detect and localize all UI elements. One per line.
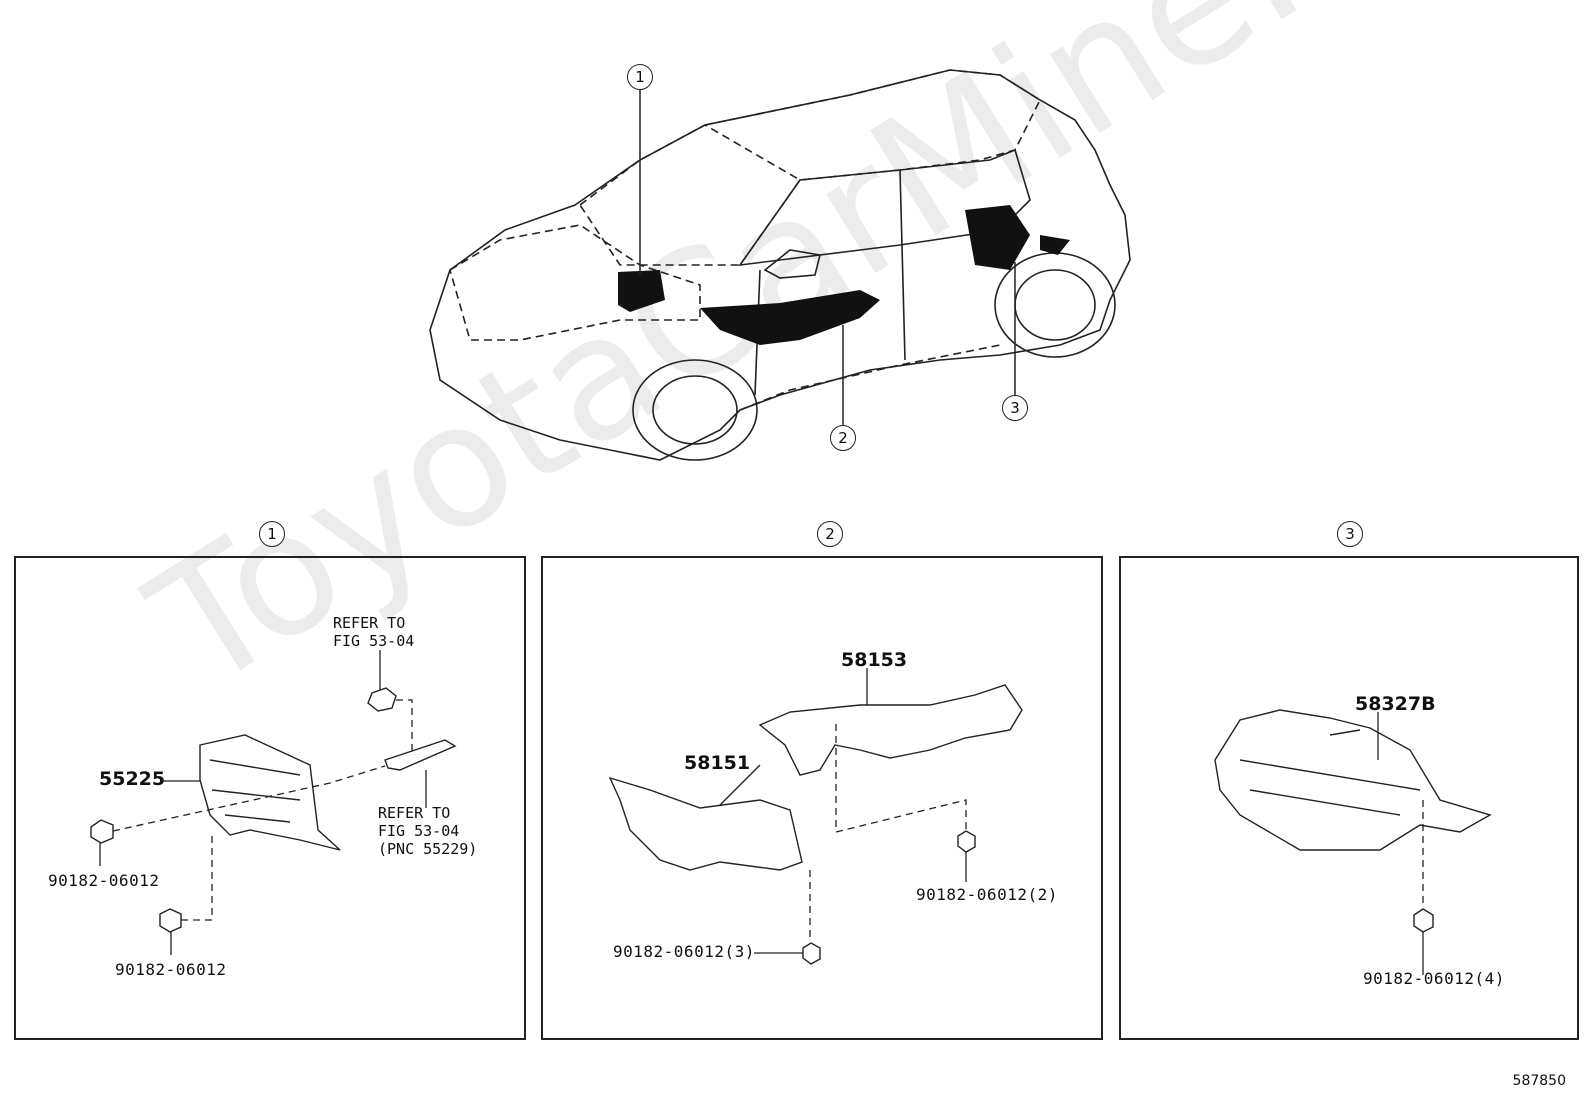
dash-p2-a <box>835 724 967 833</box>
insulator-area-2 <box>700 290 880 345</box>
nut-top <box>367 687 397 712</box>
section-1-number: 1 <box>259 521 285 547</box>
part-number-58151[interactable]: 58151 <box>684 752 751 774</box>
part-number-58327B[interactable]: 58327B <box>1355 693 1436 715</box>
insulator-area-3 <box>965 205 1030 270</box>
side-mirror <box>763 249 821 279</box>
dash-p1-c <box>181 835 213 921</box>
front-wheel <box>632 359 758 461</box>
car-body-outline <box>429 69 1131 461</box>
roof-line <box>704 69 1042 181</box>
rear-wheel-inner <box>1014 269 1096 341</box>
part-55225-detail <box>209 759 301 823</box>
bolt-bottom <box>159 908 182 933</box>
part-number-90182-06012-left[interactable]: 90182-06012 <box>48 871 160 890</box>
side-window-line <box>738 148 1031 267</box>
refer-fig-53-04-top[interactable]: REFER TO FIG 53-04 <box>333 614 415 650</box>
leader-58151 <box>719 764 761 806</box>
callout-2: 2 <box>830 425 856 451</box>
clip-58153 <box>957 830 976 853</box>
rocker-line <box>739 344 1001 411</box>
clip-58151 <box>802 942 821 965</box>
part-number-90182-06012-3[interactable]: 90182-06012(3) <box>613 942 755 961</box>
clip-58327B <box>1413 908 1434 933</box>
rear-wheel <box>994 252 1116 358</box>
callout-1: 1 <box>627 64 653 90</box>
dash-p1-b <box>112 765 386 832</box>
part-number-90182-06012-4[interactable]: 90182-06012(4) <box>1363 969 1505 988</box>
door-line-front <box>899 169 906 361</box>
part-55225-shape <box>199 734 341 851</box>
section-3-number: 3 <box>1337 521 1363 547</box>
part-number-90182-06012-bottom[interactable]: 90182-06012 <box>115 960 227 979</box>
part-58327B-shape <box>1214 709 1492 851</box>
wheel-liner-mark <box>1040 235 1070 255</box>
section-3-panel <box>1119 556 1579 1040</box>
part-58327B-detail <box>1239 729 1421 816</box>
section-2-number: 2 <box>817 521 843 547</box>
windshield-outline <box>578 124 802 266</box>
section-2-panel <box>541 556 1103 1040</box>
callout-3: 3 <box>1002 395 1028 421</box>
part-number-55225[interactable]: 55225 <box>99 768 166 790</box>
part-number-90182-06012-2[interactable]: 90182-06012(2) <box>916 885 1058 904</box>
diagram-id: 587850 <box>1512 1073 1566 1089</box>
part-58151-shape <box>608 776 803 871</box>
bolt-left <box>90 819 114 844</box>
dash-p1-a <box>396 699 413 755</box>
part-58153-shape <box>758 684 1023 776</box>
part-number-58153[interactable]: 58153 <box>841 649 908 671</box>
hood-line <box>449 224 701 341</box>
section-1-panel <box>14 556 526 1040</box>
insulator-area-1 <box>618 270 665 312</box>
refer-fig-53-04-pnc-55229[interactable]: REFER TO FIG 53-04 (PNC 55229) <box>378 804 478 858</box>
bracket-55229 <box>384 739 457 771</box>
front-wheel-inner <box>652 375 738 445</box>
